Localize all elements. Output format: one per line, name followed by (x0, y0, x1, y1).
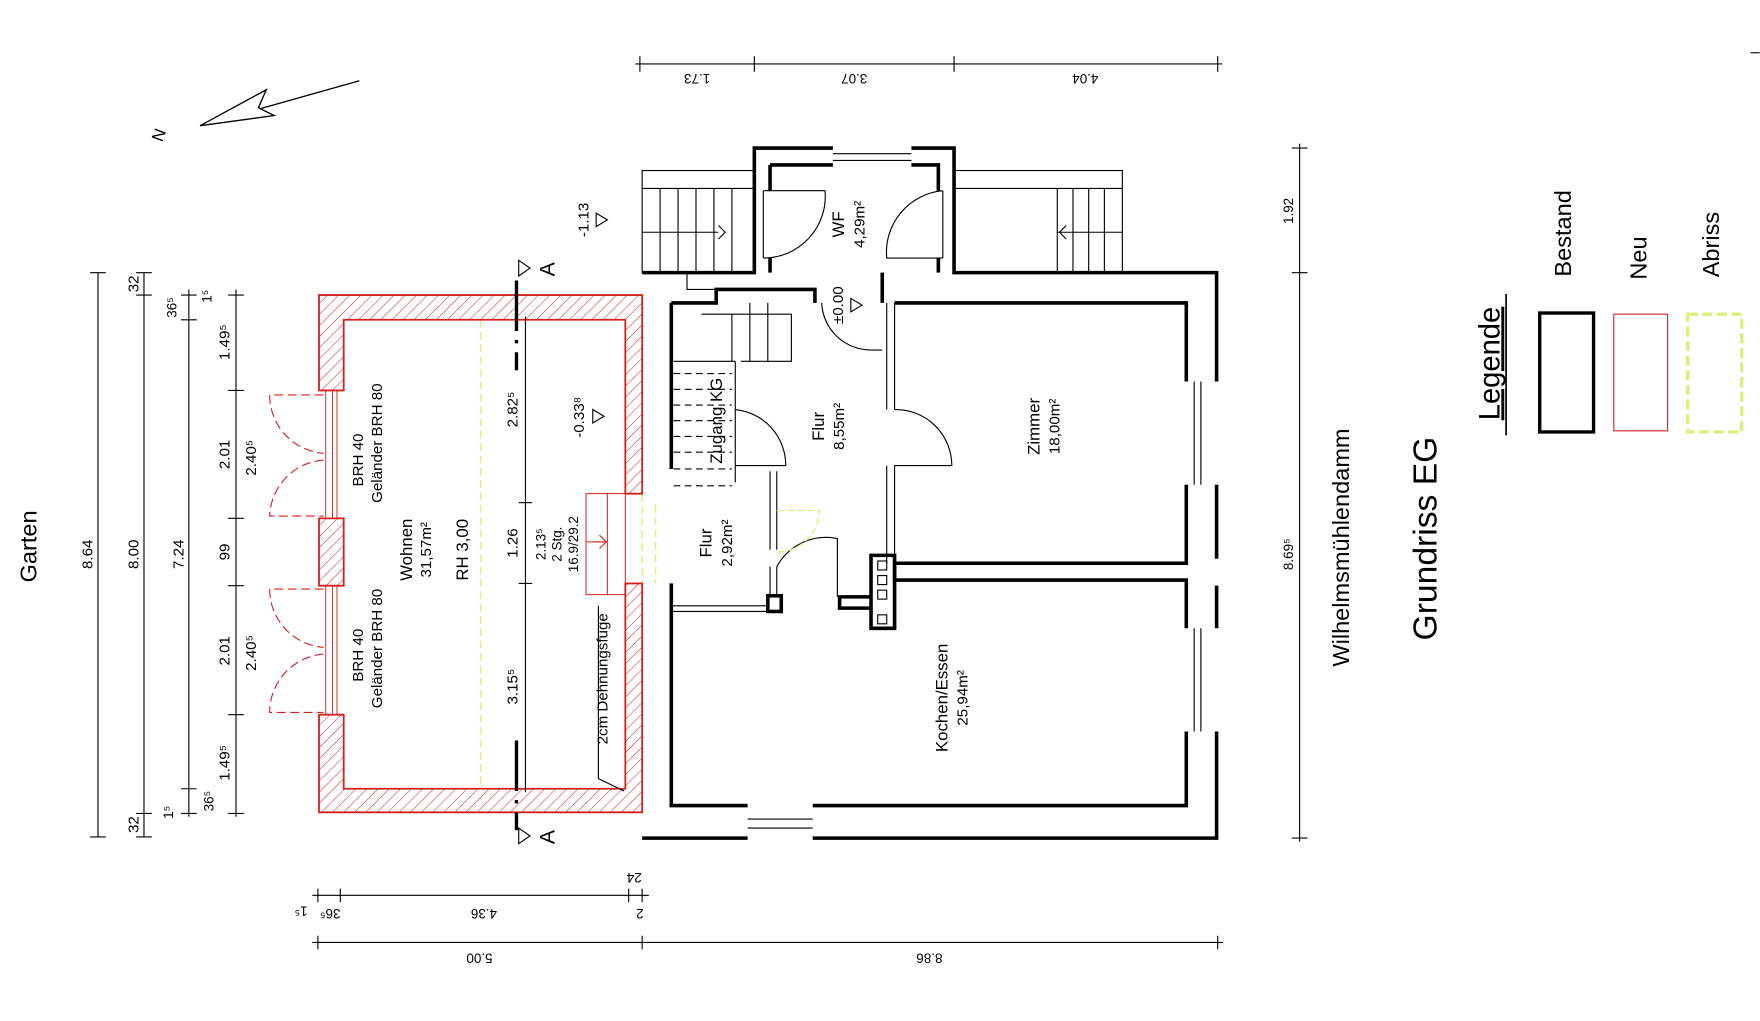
room-flur-small-area: 2,92m² (719, 519, 736, 566)
dim-left-7-c: 36⁵ (202, 791, 217, 812)
dim-window-1: 2.40⁵ (243, 440, 260, 476)
left-dimensions: 8.64 32 8.00 32 36⁵ 7.24 36⁵ 1⁵ 1.49⁵ 2.… (79, 272, 260, 838)
dim-left-8-c: 32 (125, 816, 142, 833)
room-flur-area: 8,55m² (831, 403, 848, 450)
section-label-bottom: A (536, 829, 560, 844)
dim-left-d-4: 99 (216, 544, 233, 561)
dim-right-1: 1.92 (1281, 198, 1296, 224)
dim-left-d-3: 2.01 (216, 440, 233, 469)
brh-label-2: BRH 40 (350, 629, 367, 682)
dim-section-1: 2.82⁵ (505, 392, 522, 428)
level-ground: ±0.00 (830, 286, 847, 324)
top-dimension: 1.73 3.07 4.04 (635, 56, 1223, 86)
level-marker-icon (592, 408, 606, 424)
room-wf-name: WF (829, 211, 848, 237)
level-extension: -0.33⁸ (571, 397, 588, 438)
page-title: Grundriss EG (1408, 437, 1445, 641)
dim-left-total: 8.64 (79, 540, 96, 569)
dim-top-1: 1.73 (684, 71, 710, 86)
room-zimmer-name: Zimmer (1024, 397, 1043, 454)
north-arrow-icon: N (148, 80, 360, 144)
stair-ratio: 16.9/29.2 (566, 516, 581, 572)
dim-left-7-b: 7.24 (170, 540, 187, 569)
expansion-joint-label: 2cm Dehnungsfuge (594, 613, 611, 744)
new-extension (269, 294, 644, 814)
dim-section-2: 1.26 (505, 528, 522, 557)
dim-bottom-outer-1: 5.00 (466, 951, 492, 966)
dim-bottom-5: 2 (636, 906, 643, 921)
dim-bottom-2: 36⁵ (320, 906, 341, 921)
dim-left-7-a: 36⁵ (165, 297, 180, 318)
room-flur-small-name: Flur (697, 528, 716, 557)
dim-left-8-a: 32 (125, 275, 142, 292)
brh-label-1: BRH 40 (350, 434, 367, 487)
dim-bottom-1: 1⁵ (295, 904, 308, 919)
demolition-marks (479, 319, 821, 789)
entrance-stairs (641, 169, 1123, 274)
stair-height: 2.13⁵ (534, 528, 549, 560)
legend: Legende Bestand Neu Abriss (1474, 190, 1744, 436)
dim-top-3: 4.04 (1072, 71, 1099, 86)
dim-bottom-4: 24 (626, 870, 641, 885)
legend-title: Legende (1474, 307, 1506, 421)
room-wf-area: 4,29m² (851, 201, 868, 248)
stair-steps: 2 Stg. (549, 527, 564, 562)
legend-label-abriss: Abriss (1698, 212, 1724, 277)
room-wohnen-area: 31,57m² (418, 522, 435, 578)
dim-left-d-7: 1⁵ (161, 806, 176, 819)
room-kochen-area: 25,94m² (955, 670, 972, 725)
room-labels: WF 4,29m² Flur 8,55m² Zimmer 18,00m² Zug… (350, 201, 1064, 752)
dim-left-8-b: 8.00 (125, 540, 142, 569)
existing-walls (642, 146, 1219, 840)
dim-left-d-1: 1⁵ (199, 290, 214, 303)
dim-section-3: 3.15⁵ (505, 669, 522, 705)
gelaender-label-2: Geländer BRH 80 (369, 589, 386, 708)
dim-left-d-5: 2.01 (216, 636, 233, 665)
level-marker-icon (850, 297, 864, 313)
bottom-dimensions: 1⁵ 36⁵ 4.36 24 2 5.00 8.86 (295, 870, 1224, 966)
room-zimmer-area: 18,00m² (1047, 399, 1064, 454)
garden-label: Garten (15, 510, 41, 582)
dim-bottom-outer-2: 8.86 (916, 951, 942, 966)
dim-top-2: 3.07 (841, 71, 867, 86)
level-marker-icon (595, 212, 609, 228)
legend-label-bestand: Bestand (1550, 190, 1576, 276)
room-kochen-name: Kochen/Essen (932, 644, 951, 752)
legend-swatch-neu (1613, 313, 1669, 432)
dim-left-d-6: 1.49⁵ (216, 745, 233, 781)
room-flur-name: Flur (809, 411, 828, 440)
street-label: Wilhelmsmühlendamm (1328, 428, 1354, 666)
legend-swatch-bestand (1538, 311, 1596, 434)
gelaender-label-1: Geländer BRH 80 (369, 383, 386, 502)
dim-bottom-3: 4.36 (471, 906, 497, 921)
room-wohnen-name: Wohnen (397, 519, 416, 581)
section-line: A A 2.82⁵ 1.26 3.15⁵ (505, 259, 560, 845)
room-zugang: Zugang KG (707, 378, 726, 464)
level-basement-stair: -1.13 (575, 203, 592, 237)
north-label: N (148, 126, 170, 144)
dim-left-d-2: 1.49⁵ (216, 324, 233, 360)
legend-label-neu: Neu (1625, 236, 1651, 279)
dim-right-2: 8.69⁵ (1281, 538, 1296, 570)
legend-swatch-abriss (1686, 312, 1744, 434)
right-dimensions: 1.92 8.69⁵ (1281, 143, 1308, 842)
rh-label: RH 3,00 (453, 519, 472, 581)
section-label-top: A (536, 261, 560, 276)
dim-window-2: 2.40⁵ (243, 635, 260, 671)
